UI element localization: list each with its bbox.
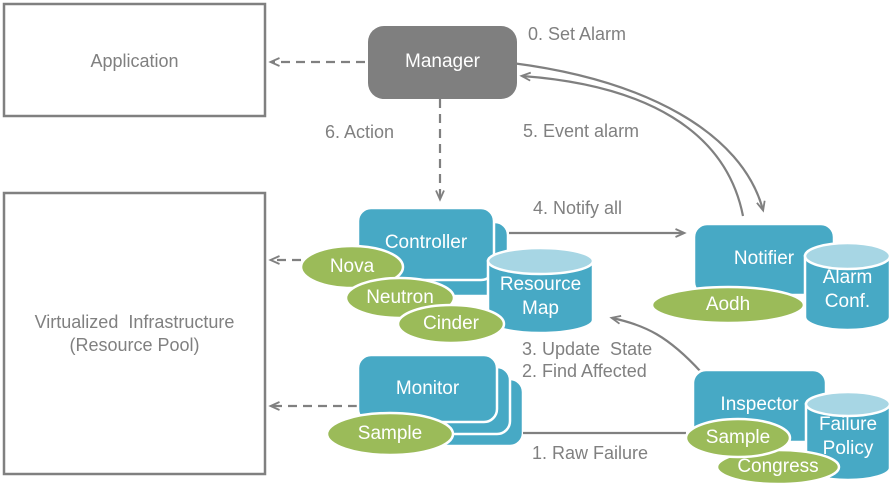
arrow-inspector-to-resource-map bbox=[609, 314, 702, 373]
monitor-sample-ellipse bbox=[325, 411, 455, 457]
arrow-event-alarm-notifier-to-manager bbox=[519, 71, 745, 217]
manager-box bbox=[368, 26, 517, 99]
inspector-sample-ellipse bbox=[684, 417, 792, 459]
virtualized-infrastructure-box bbox=[2, 191, 267, 476]
cinder-ellipse bbox=[396, 303, 506, 345]
arrow-set-alarm-manager-to-notifier bbox=[511, 61, 766, 213]
application-box bbox=[2, 2, 267, 118]
aodh-ellipse bbox=[650, 285, 806, 325]
monitor-box bbox=[356, 353, 499, 424]
alarm-conf-cylinder bbox=[803, 241, 892, 332]
